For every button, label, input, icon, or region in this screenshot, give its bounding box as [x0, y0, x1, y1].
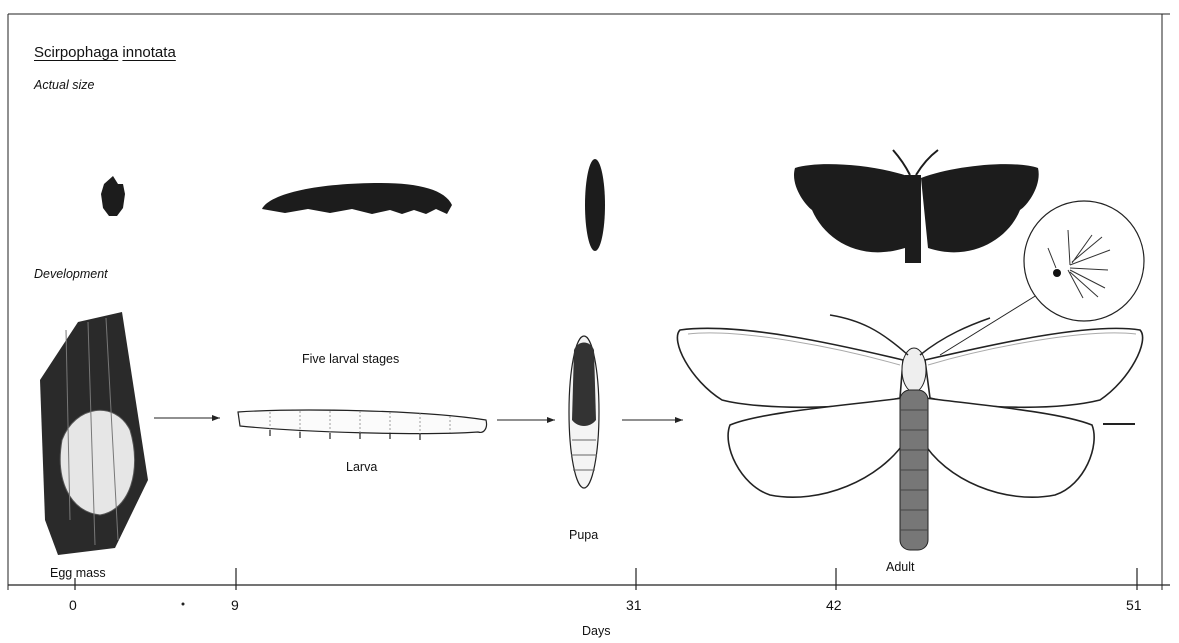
- arrow-larva-to-pupa: [497, 417, 555, 423]
- label-egg-mass: Egg mass: [50, 566, 106, 580]
- diagram-title: Scirpophaga innotata: [34, 44, 176, 61]
- label-adult: Adult: [886, 560, 915, 574]
- tick-label-31: 31: [626, 597, 642, 613]
- tick-label-42: 42: [826, 597, 842, 613]
- adult-moth-drawing: [677, 290, 1142, 550]
- title-species: innotata: [122, 44, 175, 61]
- pupa-drawing: [569, 336, 599, 488]
- axis-label-days: Days: [582, 624, 610, 638]
- actual-size-larva: [262, 183, 452, 214]
- actual-size-egg-mass: [101, 176, 125, 216]
- label-pupa: Pupa: [569, 528, 598, 542]
- arrow-egg-to-larva: [154, 415, 220, 421]
- actual-size-pupa: [585, 159, 605, 251]
- title-genus: Scirpophaga: [34, 44, 118, 61]
- larva-drawing: [238, 410, 487, 440]
- section-development: Development: [34, 267, 108, 281]
- axis-dot: [182, 603, 185, 606]
- section-actual-size: Actual size: [34, 78, 94, 92]
- label-larva: Larva: [346, 460, 377, 474]
- egg-mass-on-stem: [40, 312, 148, 555]
- actual-size-adult: [794, 150, 1039, 263]
- tick-label-0: 0: [69, 597, 77, 613]
- tick-label-9: 9: [231, 597, 239, 613]
- label-five-larval-stages: Five larval stages: [302, 352, 399, 366]
- tick-label-51: 51: [1126, 597, 1142, 613]
- arrow-pupa-to-adult: [622, 417, 683, 423]
- antenna-magnifier-inset: [1024, 201, 1144, 321]
